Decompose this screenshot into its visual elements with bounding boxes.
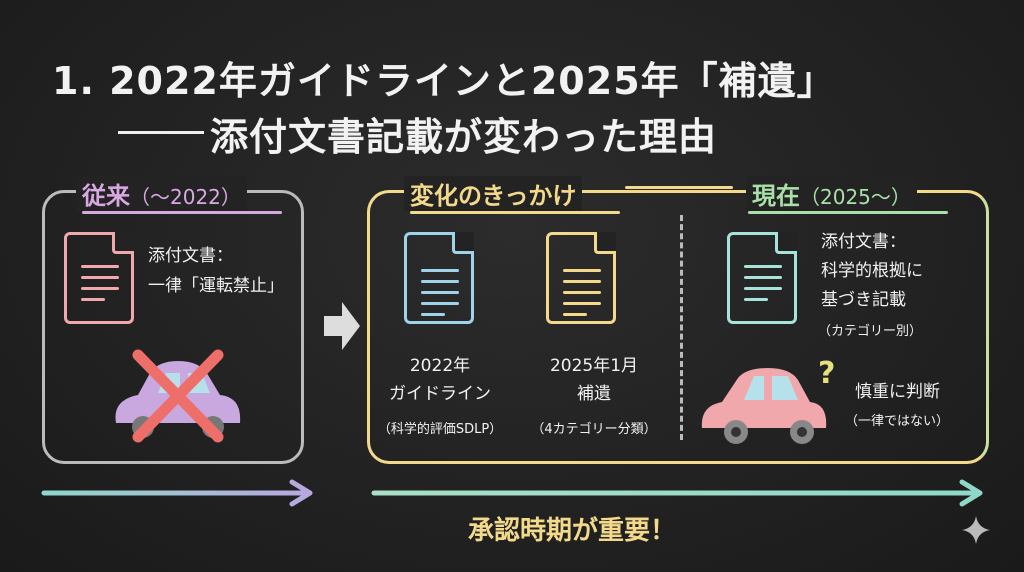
addendum-document-icon (546, 232, 616, 324)
past-header: 従来（〜2022） (76, 176, 247, 211)
arrow-right-icon (324, 302, 360, 350)
addendum-date: 2025年1月 (549, 356, 639, 376)
present-doc-line-2: 科学的根拠に (821, 261, 923, 281)
present-doc-line-1: 添付文書： (821, 232, 906, 252)
present-doc-note: （カテゴリー別） (818, 324, 923, 339)
title-dash (118, 131, 204, 134)
question-mark: ? (818, 356, 836, 391)
car-icon (701, 368, 827, 444)
guideline-note: （科学的評価SDLP） (377, 422, 503, 437)
judgement-note: （一律ではない） (845, 414, 950, 429)
title-line-2: 添付文書記載が変わった理由 (210, 115, 718, 159)
past-doc-label: 添付文書： (148, 246, 233, 266)
car-prohibited-icon (115, 349, 241, 443)
connector-line (625, 186, 733, 189)
present-doc-line-3: 基づき記載 (821, 290, 906, 310)
divider (680, 215, 683, 440)
addendum-note: （4カテゴリー分類） (531, 422, 657, 437)
present-underline (748, 211, 948, 214)
change-underline (410, 211, 620, 214)
addendum-title: 補遺 (577, 384, 611, 404)
title-line-1: 1. 2022年ガイドラインと2025年「補遺」 (52, 59, 836, 103)
timeline-arrow-present (371, 479, 983, 507)
past-underline (82, 211, 282, 214)
change-present-panel (367, 190, 989, 464)
sparkle-icon (962, 516, 990, 544)
present-header: 現在（2025〜） (746, 176, 917, 211)
present-document-icon (727, 232, 797, 324)
timeline-arrow-past (41, 479, 313, 507)
footer-message: 承認時期が重要！ (468, 516, 677, 546)
past-doc-value: 一律「運転禁止」 (148, 276, 284, 296)
document-icon (64, 232, 134, 324)
change-header: 変化のきっかけ (404, 176, 583, 211)
guideline-year: 2022年 (409, 356, 471, 376)
guideline-title: ガイドライン (389, 384, 491, 404)
guideline-document-icon (404, 232, 474, 324)
judgement: 慎重に判断 (855, 382, 940, 402)
